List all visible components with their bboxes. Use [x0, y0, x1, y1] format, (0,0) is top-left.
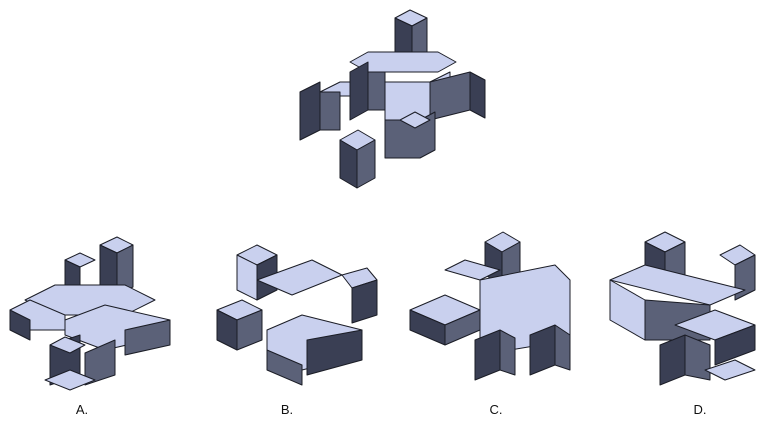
- option-d-label[interactable]: D.: [694, 402, 707, 417]
- option-c-drawing: [405, 230, 575, 395]
- option-d-drawing: [605, 230, 763, 395]
- option-c-figure[interactable]: [405, 230, 575, 395]
- reference-figure-drawing: [290, 0, 490, 195]
- option-a-figure[interactable]: [5, 235, 175, 395]
- option-b-label[interactable]: B.: [281, 402, 293, 417]
- reference-figure: [290, 0, 490, 195]
- option-d-figure[interactable]: [605, 230, 763, 395]
- option-b-drawing: [212, 240, 382, 390]
- option-c-label[interactable]: C.: [490, 402, 503, 417]
- option-a-label[interactable]: A.: [76, 402, 88, 417]
- option-b-figure[interactable]: [212, 240, 382, 390]
- option-a-drawing: [5, 235, 175, 395]
